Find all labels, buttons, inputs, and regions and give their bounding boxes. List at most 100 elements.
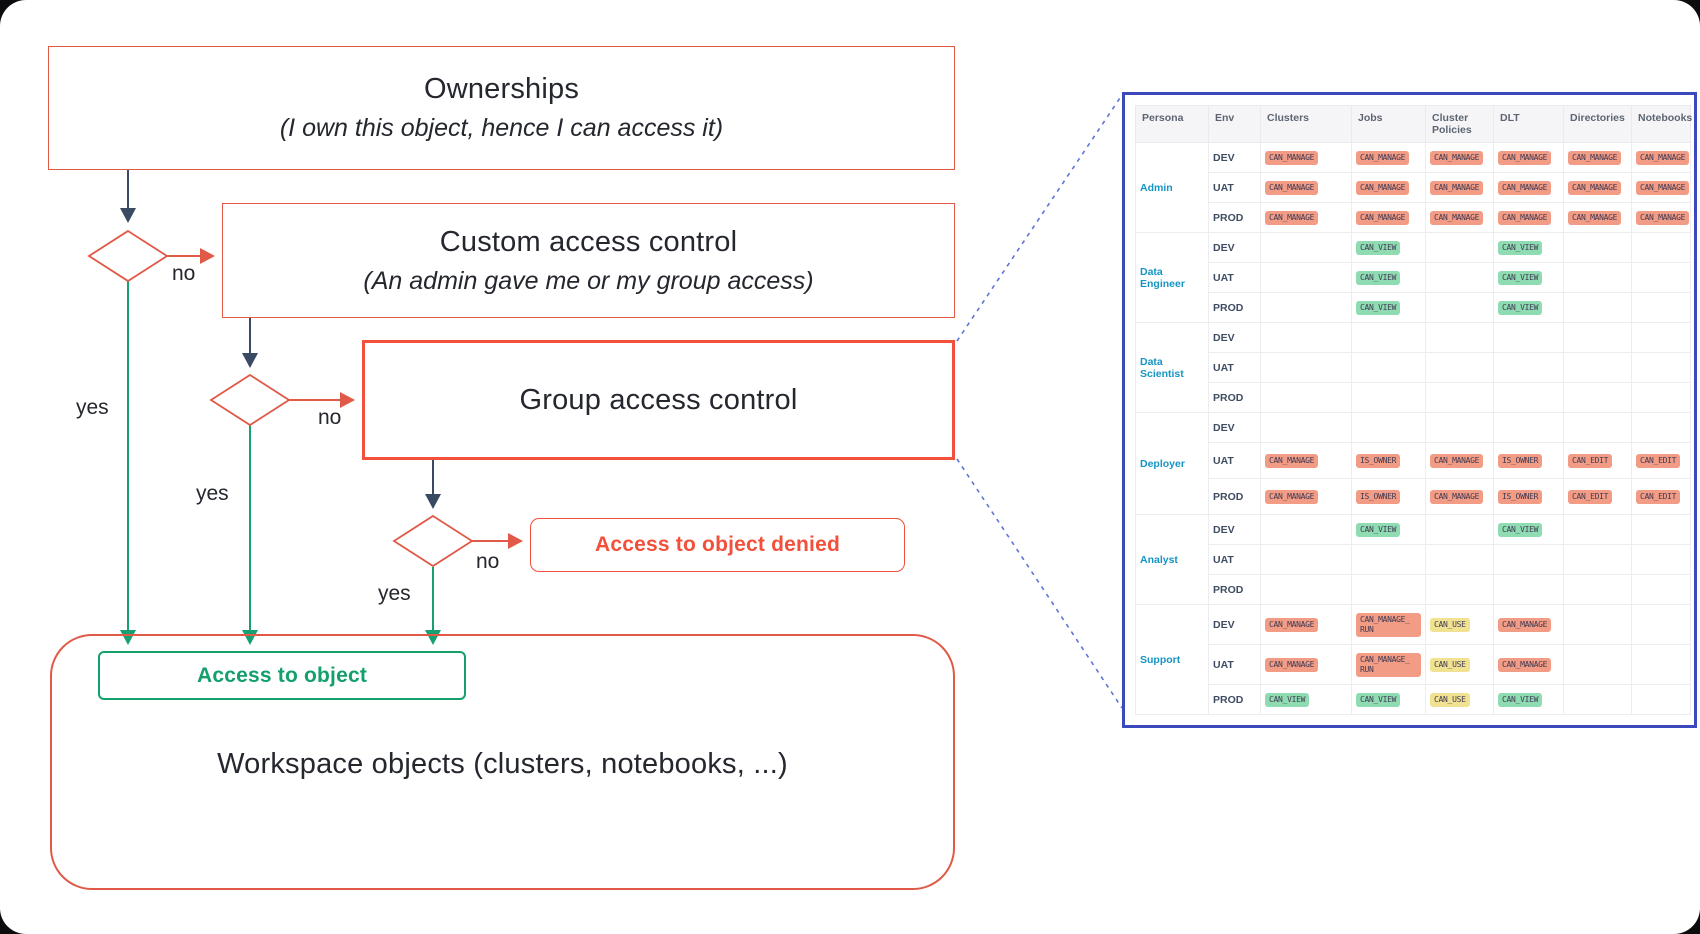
permission-cell [1631,544,1691,575]
permission-cell: CAN_MANAGE [1260,142,1352,173]
permission-pill: CAN_MANAGE [1636,180,1690,195]
permission-pill: CAN_MANAGE [1568,180,1622,195]
callout-dashed-top [956,94,1123,342]
permission-cell: CAN_USE [1425,684,1494,715]
permission-cell: CAN_MANAGE [1260,478,1352,515]
permission-cell [1563,412,1632,443]
permission-cell [1631,322,1691,353]
group-access-title: Group access control [519,383,798,416]
permission-cell: CAN_MANAGE [1493,202,1564,233]
permission-cell [1425,352,1494,383]
permission-cell: CAN_MANAGE [1563,202,1632,233]
permission-pill: IS_OWNER [1356,453,1401,468]
permission-cell [1631,352,1691,383]
permission-cell [1425,232,1494,263]
permission-pill: CAN_MANAGE [1265,180,1319,195]
permission-cell: CAN_MANAGE [1351,202,1426,233]
permission-pill: CAN_VIEW [1356,692,1401,707]
persona-cell: Deployer [1135,412,1209,515]
permission-cell: CAN_MANAGE [1563,142,1632,173]
permission-cell: CAN_​MANAGE_​RUN [1351,644,1426,685]
yes-label-3: yes [378,582,411,605]
column-header: Persona [1135,105,1209,143]
permission-cell: CAN_​MANAGE_​RUN [1351,604,1426,645]
permission-cell: CAN_USE [1425,644,1494,685]
permission-cell: CAN_MANAGE [1425,202,1494,233]
permission-cell [1425,382,1494,413]
permission-cell [1631,684,1691,715]
permission-cell: CAN_USE [1425,604,1494,645]
permission-cell [1493,574,1564,605]
yes-label-2: yes [196,482,229,505]
permission-cell: CAN_EDIT [1563,442,1632,479]
permission-cell [1631,382,1691,413]
permission-pill: CAN_MANAGE [1356,150,1410,165]
column-header: Env [1208,105,1261,143]
permission-pill: IS_OWNER [1498,489,1543,504]
permission-pill: CAN_MANAGE [1568,150,1622,165]
permission-cell [1563,544,1632,575]
permission-cell [1631,292,1691,323]
permission-pill: CAN_MANAGE [1356,210,1410,225]
permission-pill: CAN_​MANAGE_​RUN [1356,652,1421,677]
env-cell: DEV [1208,322,1261,353]
permission-cell [1563,684,1632,715]
permission-cell [1260,382,1352,413]
permission-cell: CAN_MANAGE [1425,142,1494,173]
permission-pill: CAN_EDIT [1568,489,1613,504]
permission-cell [1631,604,1691,645]
permission-cell: CAN_MANAGE [1351,142,1426,173]
permission-cell: CAN_MANAGE [1425,442,1494,479]
permission-cell: CAN_VIEW [1351,292,1426,323]
permission-cell [1493,352,1564,383]
permission-cell [1260,292,1352,323]
env-cell: DEV [1208,412,1261,443]
permission-cell: CAN_VIEW [1351,232,1426,263]
permission-pill: CAN_EDIT [1636,453,1681,468]
permission-cell: CAN_MANAGE [1260,604,1352,645]
permission-pill: CAN_MANAGE [1265,617,1319,632]
access-to-object-box: Access to object [98,651,466,700]
permission-cell [1351,412,1426,443]
permission-pill: CAN_VIEW [1356,522,1401,537]
access-denied-box: Access to object denied [530,518,905,572]
permission-cell: IS_OWNER [1351,478,1426,515]
column-header: Jobs [1351,105,1426,143]
permission-cell: CAN_MANAGE [1260,172,1352,203]
permission-cell: CAN_MANAGE [1260,442,1352,479]
permission-cell [1425,292,1494,323]
env-cell: UAT [1208,262,1261,293]
permission-pill: CAN_VIEW [1498,692,1543,707]
ownerships-box: Ownerships (I own this object, hence I c… [48,46,955,170]
access-to-object-label: Access to object [196,663,368,687]
env-cell: UAT [1208,352,1261,383]
table-row: PROD [1136,382,1691,413]
permission-pill: CAN_MANAGE [1636,150,1690,165]
permission-pill: CAN_USE [1430,692,1470,707]
table-row: PROD [1136,574,1691,605]
env-cell: PROD [1208,202,1261,233]
permission-cell [1563,262,1632,293]
permission-cell: CAN_MANAGE [1351,172,1426,203]
workspace-objects-box: Workspace objects (clusters, notebooks, … [50,634,955,890]
permission-cell [1260,262,1352,293]
no-label-2: no [318,406,342,429]
permission-pill: CAN_VIEW [1356,270,1401,285]
permission-pill: CAN_USE [1430,617,1470,632]
permission-pill: CAN_MANAGE [1568,210,1622,225]
permission-pill: CAN_MANAGE [1356,180,1410,195]
permission-cell [1631,514,1691,545]
env-cell: UAT [1208,544,1261,575]
permission-cell: CAN_MANAGE [1260,644,1352,685]
column-header: Clusters [1260,105,1352,143]
permission-cell [1260,514,1352,545]
decision-diamond-2 [209,373,291,427]
permission-cell: CAN_MANAGE [1631,142,1691,173]
